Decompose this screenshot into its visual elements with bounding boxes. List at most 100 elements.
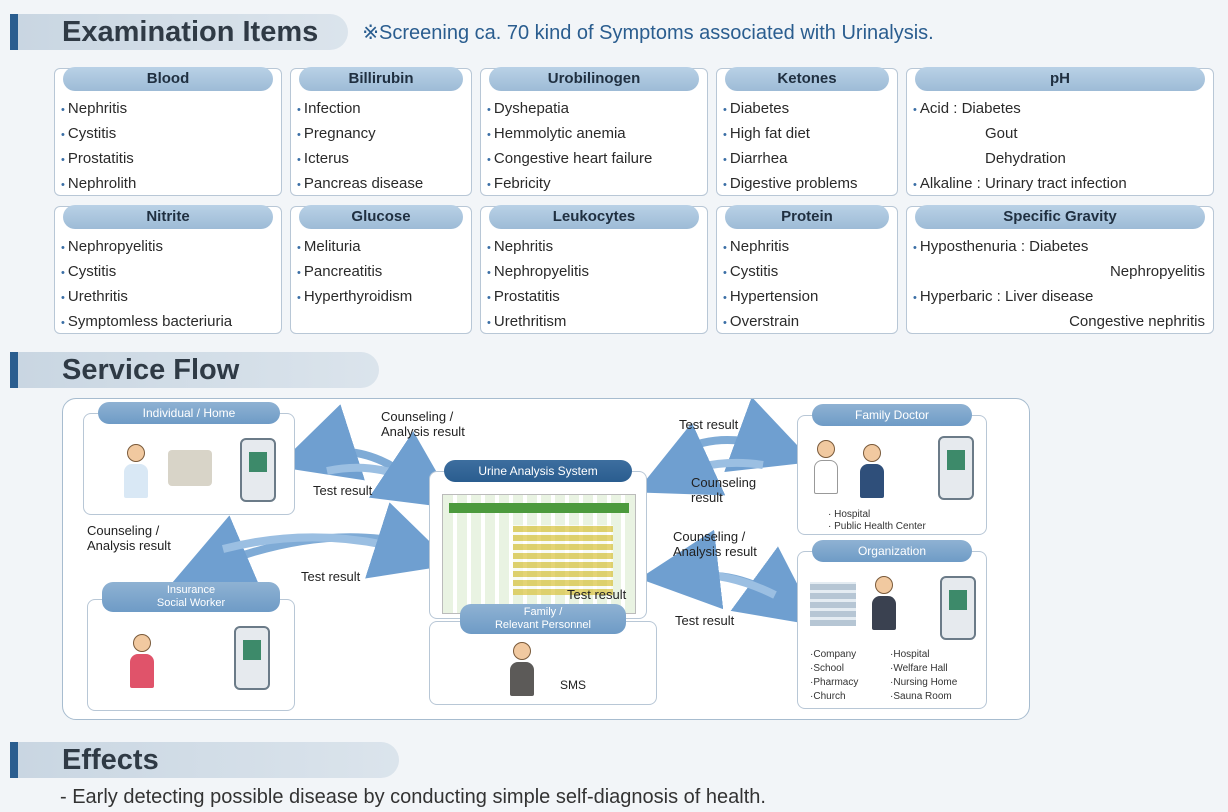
list-item: Hemmolytic anemia	[487, 122, 701, 147]
section-bar	[10, 14, 18, 50]
building-icon	[810, 582, 856, 626]
list-item: Hyperbaric : Liver disease	[913, 285, 1207, 310]
test-result-label: Test result	[567, 587, 627, 602]
list-item: Symptomless bacteriuria	[61, 310, 275, 335]
list-item: Cystitis	[723, 260, 891, 285]
card-billirubin: Billirubin Infection Pregnancy Icterus P…	[290, 67, 472, 197]
examination-items: Blood Nephritis Cystitis Prostatitis Nep…	[54, 67, 1214, 344]
person-icon	[124, 444, 148, 498]
examination-title: Examination Items	[18, 14, 349, 50]
place-label: ·Pharmacy	[810, 677, 859, 688]
list-item: Cystitis	[61, 122, 275, 147]
card-blood: Blood Nephritis Cystitis Prostatitis Nep…	[54, 67, 282, 197]
list-item: Urethritism	[487, 310, 701, 335]
list-item: Melituria	[297, 235, 465, 260]
card-title: Specific Gravity	[915, 205, 1205, 229]
node-title: Family /Relevant Personnel	[460, 604, 626, 634]
system-screen	[442, 494, 636, 614]
card-title: Protein	[725, 205, 889, 229]
list-item: Prostatitis	[487, 285, 701, 310]
card-title: Ketones	[725, 67, 889, 91]
list-item: Hyposthenuria : Diabetes	[913, 235, 1207, 260]
card-title: Blood	[63, 67, 273, 91]
place-label: ·Nursing Home	[890, 677, 958, 688]
list-item: Overstrain	[723, 310, 891, 335]
list-item: Infection	[297, 97, 465, 122]
person-icon	[872, 576, 896, 630]
place-label: · Hospital	[828, 509, 871, 520]
list-item: Hyperthyroidism	[297, 285, 465, 310]
service-flow-header: Service Flow	[10, 352, 380, 388]
section-bar	[10, 352, 18, 388]
patient-icon	[860, 444, 884, 498]
service-flow-diagram: Individual / Home Urine Analysis System …	[62, 398, 1030, 720]
list-item: Febricity	[487, 172, 701, 197]
place-label: ·Welfare Hall	[890, 663, 948, 674]
card-title: Leukocytes	[489, 205, 699, 229]
list-item: Urethritis	[61, 285, 275, 310]
place-label: ·School	[810, 663, 844, 674]
node-organization: Organization ·Company ·School ·Pharmacy …	[797, 540, 987, 709]
list-item: High fat diet	[723, 122, 891, 147]
sms-label: SMS	[560, 678, 587, 692]
card-title: pH	[915, 67, 1205, 91]
place-label: ·Sauna Room	[890, 691, 952, 702]
person-icon	[130, 634, 154, 688]
place-label: ·Company	[810, 649, 857, 660]
person-icon	[510, 642, 534, 696]
examination-note: ※Screening ca. 70 kind of Symptoms assoc…	[362, 21, 934, 44]
test-result-label: Test result	[301, 569, 361, 584]
device-icon	[938, 436, 974, 500]
node-individual-home: Individual / Home	[83, 402, 295, 515]
list-item: Nephritis	[487, 235, 701, 260]
list-item: Nephritis	[723, 235, 891, 260]
card-leukocytes: Leukocytes Nephritis Nephropyelitis Pros…	[480, 205, 708, 335]
device-icon	[940, 576, 976, 640]
card-ph: pH Acid : Diabetes Gout Dehydration Alka…	[906, 67, 1214, 196]
list-item: Nephropyelitis	[61, 235, 275, 260]
list-item: Pancreas disease	[297, 172, 465, 197]
list-item: Nephropyelitis	[487, 260, 701, 285]
card-urobilinogen: Urobilinogen Dyshepatia Hemmolytic anemi…	[480, 67, 708, 197]
list-item: Digestive problems	[723, 172, 891, 197]
node-family-relevant-personnel: Family /Relevant Personnel SMS	[429, 604, 657, 705]
list-item: Dyshepatia	[487, 97, 701, 122]
card-nitrite: Nitrite Nephropyelitis Cystitis Urethrit…	[54, 205, 282, 335]
node-title: Individual / Home	[98, 402, 280, 424]
list-item: Pregnancy	[297, 122, 465, 147]
list-item: Diabetes	[723, 97, 891, 122]
test-result-label: Test result	[675, 613, 735, 628]
device-icon	[240, 438, 276, 502]
counseling-analysis-label: Counseling /Analysis result	[381, 409, 465, 439]
list-item: Congestive heart failure	[487, 147, 701, 172]
counseling-analysis-label: Counseling /Analysis result	[673, 529, 757, 559]
place-label: ·Church	[810, 691, 846, 702]
list-item: Nephropyelitis	[1109, 263, 1205, 280]
card-protein: Protein Nephritis Cystitis Hypertension …	[716, 205, 898, 335]
list-item: Icterus	[297, 147, 465, 172]
place-label: ·Hospital	[890, 649, 930, 660]
card-title: Urobilinogen	[489, 67, 699, 91]
card-glucose: Glucose Melituria Pancreatitis Hyperthyr…	[290, 205, 472, 334]
examination-header: Examination Items ※Screening ca. 70 kind…	[10, 14, 934, 50]
flow-arrows	[171, 399, 819, 641]
node-family-doctor: Family Doctor · Hospital · Public Health…	[797, 404, 987, 535]
effects-title: Effects	[18, 742, 399, 778]
node-title: Family Doctor	[812, 404, 972, 426]
effects-header: Effects	[10, 742, 399, 778]
test-result-label: Test result	[679, 417, 739, 432]
doctor-icon	[814, 440, 838, 494]
counseling-analysis-label: Counseling /Analysis result	[87, 523, 171, 553]
card-ketones: Ketones Diabetes High fat diet Diarrhea …	[716, 67, 898, 197]
node-urine-analysis-system: Urine Analysis System	[429, 460, 647, 619]
list-item: Nephrolith	[61, 172, 275, 197]
list-item: Prostatitis	[61, 147, 275, 172]
list-item: Acid : Diabetes	[913, 97, 1207, 122]
list-item: Pancreatitis	[297, 260, 465, 285]
list-item: Gout	[985, 125, 1018, 142]
test-result-label: Test result	[313, 483, 373, 498]
card-specific-gravity: Specific Gravity Hyposthenuria : Diabete…	[906, 205, 1214, 334]
